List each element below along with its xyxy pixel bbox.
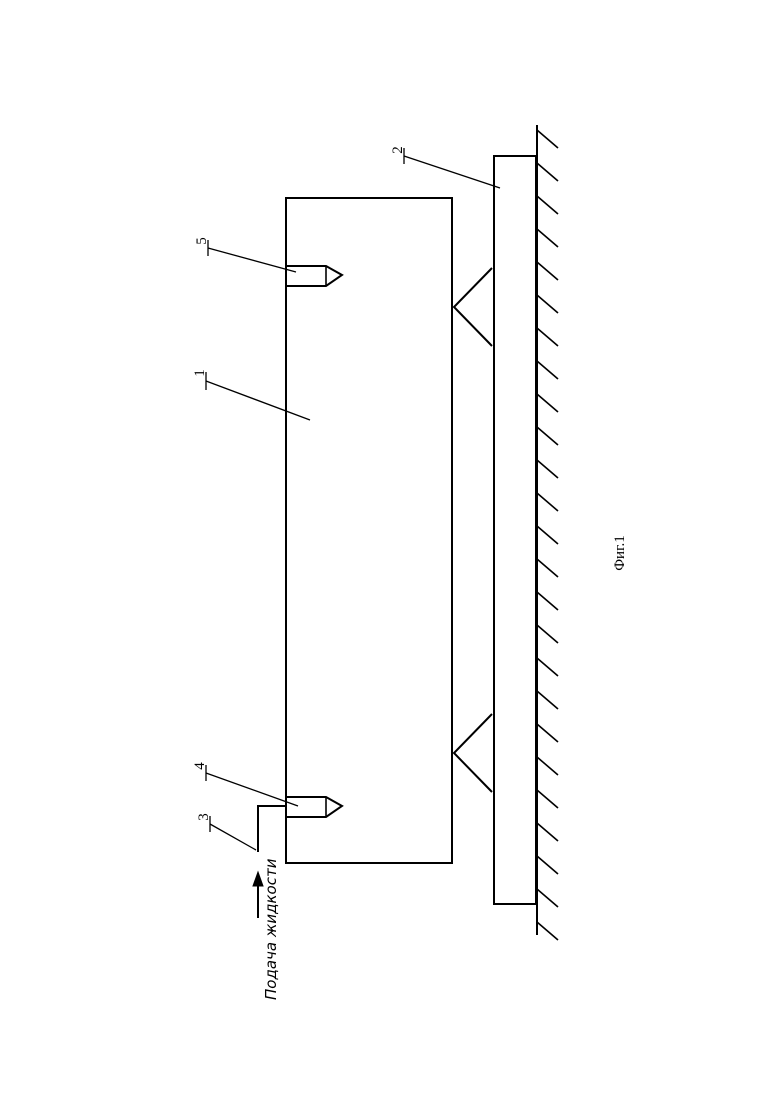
hatch-mark <box>537 196 558 214</box>
hatch-mark <box>537 394 558 412</box>
part-label-2: 2 <box>390 146 406 154</box>
hatch-mark <box>537 625 558 643</box>
main-body <box>286 198 452 863</box>
part-label-5: 5 <box>194 237 210 245</box>
hatch-mark <box>537 691 558 709</box>
hatch-mark <box>537 724 558 742</box>
ground-hatching <box>537 130 558 940</box>
nozzle-4 <box>286 797 342 817</box>
hatch-mark <box>537 229 558 247</box>
inlet-pipe <box>258 806 286 852</box>
hatch-mark <box>537 262 558 280</box>
hatch-mark <box>537 757 558 775</box>
hatch-mark <box>537 361 558 379</box>
figure-caption: Фиг.1 <box>612 535 628 571</box>
leader-line-3 <box>210 824 256 850</box>
hatch-mark <box>537 295 558 313</box>
hatch-mark <box>537 163 558 181</box>
hatch-mark <box>537 790 558 808</box>
hatch-mark <box>537 592 558 610</box>
hatch-mark <box>537 427 558 445</box>
support-bottom <box>454 714 492 792</box>
hatch-mark <box>537 328 558 346</box>
hatch-mark <box>537 526 558 544</box>
hatch-mark <box>537 559 558 577</box>
hatch-mark <box>537 493 558 511</box>
hatch-mark <box>537 889 558 907</box>
hatch-mark <box>537 460 558 478</box>
hatch-mark <box>537 922 558 940</box>
leader-line-1 <box>206 381 310 420</box>
feed-label: Подача жидкости <box>262 858 280 1000</box>
hatch-mark <box>537 130 558 148</box>
nozzle-5 <box>286 266 342 286</box>
hatch-mark <box>537 856 558 874</box>
leader-line-4 <box>206 773 298 806</box>
part-label-4: 4 <box>192 762 208 770</box>
hatch-mark <box>537 823 558 841</box>
part-label-1: 1 <box>192 369 208 377</box>
hatch-mark <box>537 658 558 676</box>
part-label-3: 3 <box>196 813 212 821</box>
support-top <box>454 268 492 346</box>
leader-line-2 <box>404 156 500 188</box>
base-plate <box>494 156 536 904</box>
leader-line-5 <box>208 248 296 272</box>
